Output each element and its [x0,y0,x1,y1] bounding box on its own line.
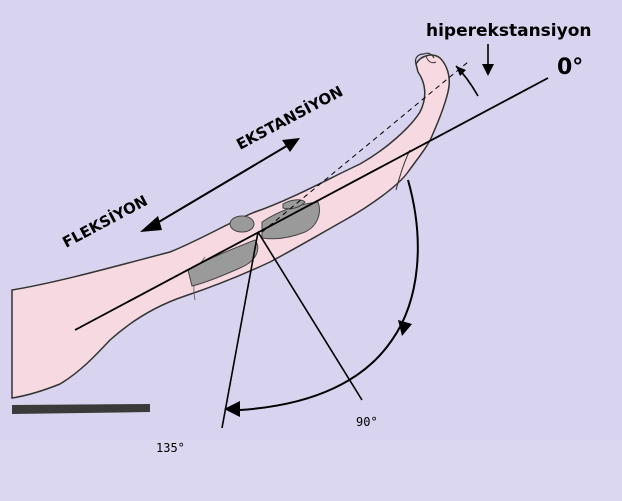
zero-degree-label: 0° [557,55,583,80]
one-thirty-five-degree-label: 135° [156,441,185,455]
background-lower [0,440,622,501]
hyperextension-label: hiperekstansiyon [426,21,591,41]
ninety-degree-label: 90° [356,415,378,429]
patella [230,216,254,232]
